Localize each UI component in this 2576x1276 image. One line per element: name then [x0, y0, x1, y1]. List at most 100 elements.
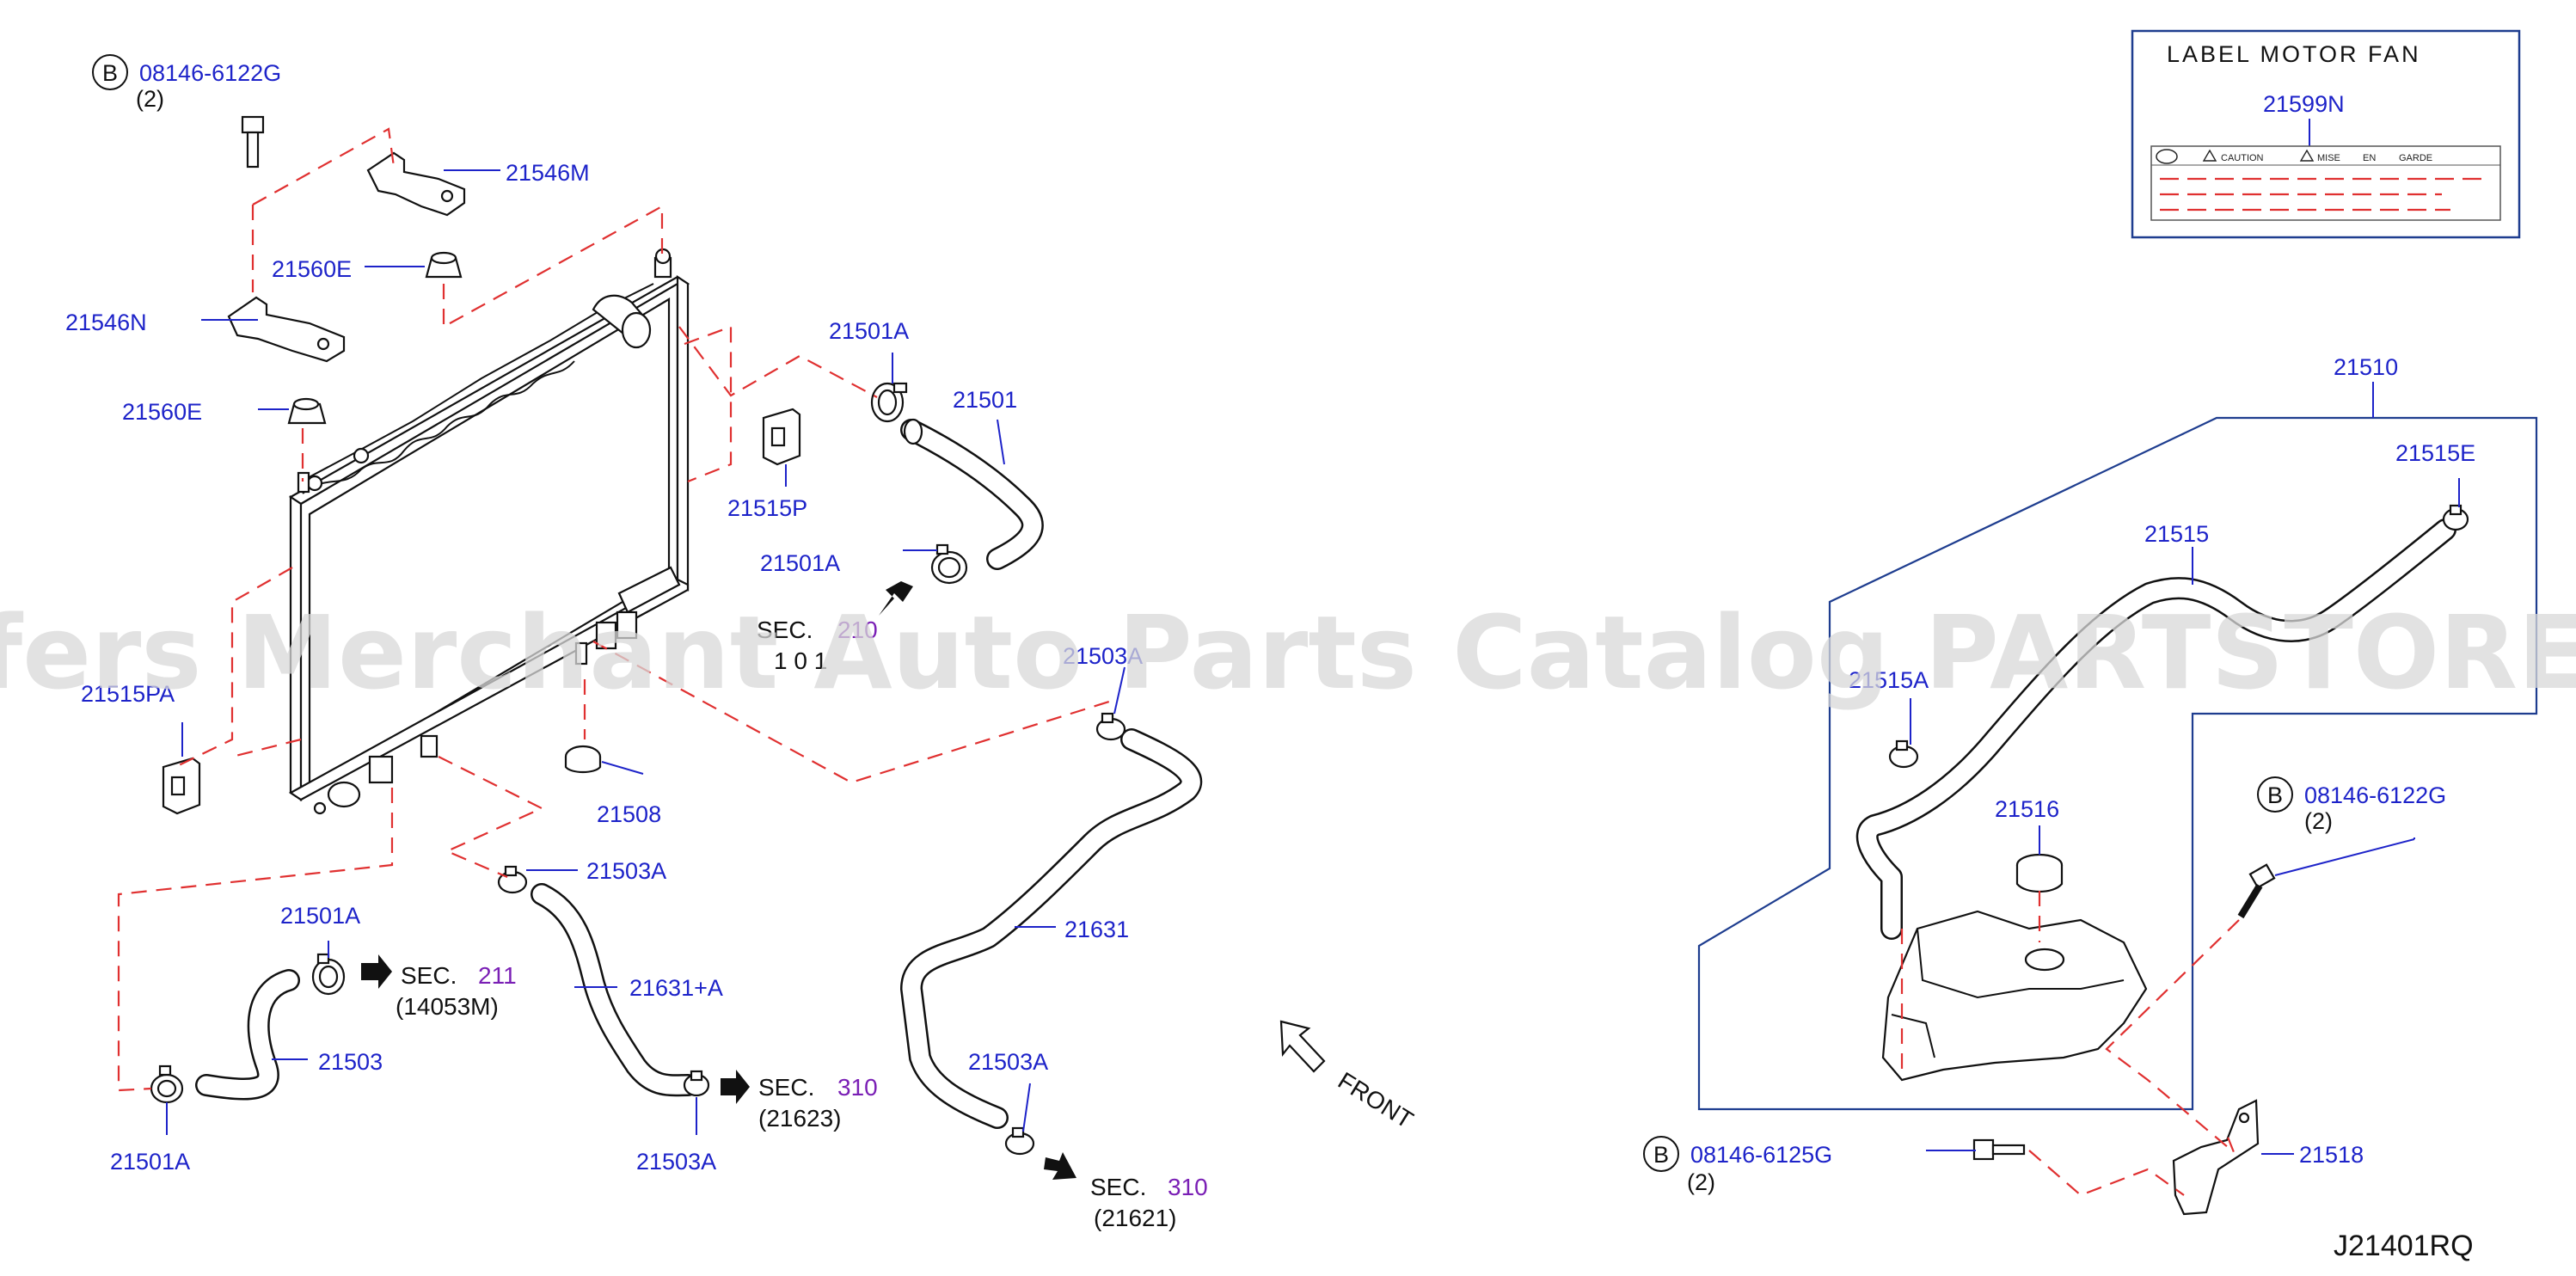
qty-08146-6122g-top: (2) — [136, 86, 164, 112]
label-21501a-bottom[interactable]: 21501A — [110, 1149, 190, 1175]
clamp-21501a-bottom — [150, 1064, 184, 1104]
svg-text:(14053M): (14053M) — [396, 993, 499, 1020]
label-21546n[interactable]: 21546N — [65, 310, 147, 335]
manufacturer-logo-icon — [2156, 149, 2178, 164]
dashed-assembly-lines — [117, 127, 2240, 1197]
label-21560e-lower[interactable]: 21560E — [122, 399, 202, 425]
reservoir-group-outline — [1697, 382, 2538, 1111]
grommet-21560e-lower — [287, 397, 327, 425]
svg-text:(21623): (21623) — [758, 1105, 842, 1132]
label-21518[interactable]: 21518 — [2299, 1142, 2364, 1168]
label-21516[interactable]: 21516 — [1995, 796, 2059, 822]
radiator — [288, 248, 690, 815]
sec-arrow-icon — [361, 581, 1076, 1180]
qty-08146-6125g: (2) — [1687, 1169, 1715, 1195]
diagram-reference-code: J21401RQ — [2334, 1230, 2474, 1262]
label-21631[interactable]: 21631 — [1064, 917, 1129, 942]
bolt-marker-top: B — [92, 54, 128, 90]
svg-text:310: 310 — [837, 1074, 878, 1101]
leader-lines — [166, 169, 2460, 1155]
warning-triangle-icon — [2299, 149, 2315, 162]
plug-21508 — [564, 745, 602, 774]
warning-triangle-icon — [2202, 149, 2217, 162]
hose-21631 — [900, 728, 1203, 1129]
label-21501[interactable]: 21501 — [953, 387, 1017, 413]
section-ref-210[interactable]: SEC. 210 1 0 1 — [757, 617, 878, 674]
clamp-21501a-mid — [930, 543, 968, 585]
section-ref-310-a[interactable]: SEC. 310 (21623) — [758, 1074, 878, 1132]
grommet-21560e-upper — [425, 251, 463, 279]
caution-word-3: EN — [2363, 153, 2376, 163]
caution-word-1: CAUTION — [2221, 153, 2264, 163]
label-21503a-mid[interactable]: 21503A — [586, 858, 666, 884]
svg-text:B: B — [102, 60, 118, 86]
label-21599n[interactable]: 21599N — [2263, 91, 2345, 117]
mount-21515p — [762, 408, 801, 466]
bolt-top-left — [241, 115, 265, 169]
clamp-21503a-top — [1095, 712, 1126, 741]
bracket-21546n — [227, 296, 346, 363]
label-21503[interactable]: 21503 — [318, 1049, 383, 1075]
caution-word-4: GARDE — [2399, 153, 2432, 163]
motor-fan-label-box: LABEL MOTOR FAN 21599N CAUTION MISE EN G… — [2131, 29, 2521, 239]
svg-text:211: 211 — [478, 962, 517, 989]
svg-text:1 0 1: 1 0 1 — [774, 647, 827, 674]
hose-21631a — [531, 883, 699, 1097]
mount-21515pa — [162, 757, 201, 815]
bolt-bottom — [1972, 1138, 2026, 1161]
front-arrow-icon — [1279, 1020, 1326, 1073]
bracket-21518 — [2172, 1099, 2260, 1216]
reservoir-cap-21516 — [2015, 853, 2064, 893]
label-08146-6122g-right[interactable]: 08146-6122G — [2304, 782, 2446, 808]
svg-text:SEC.: SEC. — [758, 1074, 814, 1101]
svg-text:B: B — [2267, 782, 2283, 808]
label-21501a-top[interactable]: 21501A — [829, 318, 909, 344]
label-box-title: LABEL MOTOR FAN — [2167, 41, 2421, 67]
label-21515a[interactable]: 21515A — [1849, 667, 1929, 693]
svg-text:210: 210 — [837, 617, 878, 643]
label-21631-a[interactable]: 21631+A — [629, 975, 723, 1001]
reservoir-hose-21515 — [1855, 518, 2456, 940]
label-08146-6125g[interactable]: 08146-6125G — [1690, 1142, 1832, 1168]
label-21503a-top[interactable]: 21503A — [1063, 643, 1143, 669]
clamp-21503a-right — [1004, 1126, 1035, 1156]
label-21515p[interactable]: 21515P — [727, 495, 807, 521]
upper-hose-21501 — [900, 418, 1044, 570]
label-21546m[interactable]: 21546M — [506, 160, 590, 186]
clamp-21503a-bottom — [683, 1070, 710, 1097]
svg-text:B: B — [1653, 1142, 1669, 1168]
svg-text:SEC.: SEC. — [401, 962, 457, 989]
bracket-21546m — [366, 151, 466, 217]
section-ref-211[interactable]: SEC. 211 (14053M) — [396, 962, 517, 1020]
label-21515e[interactable]: 21515E — [2395, 440, 2475, 466]
label-21515[interactable]: 21515 — [2144, 521, 2209, 547]
lower-hose-21503 — [195, 969, 300, 1101]
clamp-21501a-low — [311, 953, 346, 996]
clamp-21515a — [1888, 739, 1919, 769]
clamp-21503a-mid — [497, 865, 528, 894]
watermark-text: Offers Merchant Auto Parts Catalog PARTS… — [0, 593, 2576, 712]
front-label: FRONT — [1334, 1067, 1418, 1133]
label-21560e-upper[interactable]: 21560E — [272, 256, 352, 282]
label-21503a-right[interactable]: 21503A — [968, 1049, 1048, 1075]
svg-text:310: 310 — [1168, 1174, 1208, 1200]
bolt-marker-right: B — [2257, 776, 2293, 813]
svg-text:SEC.: SEC. — [757, 617, 813, 643]
clamp-21515e — [2442, 504, 2469, 531]
label-21508[interactable]: 21508 — [597, 801, 661, 827]
svg-text:(21621): (21621) — [1094, 1205, 1177, 1231]
label-08146-6122g-top[interactable]: 08146-6122G — [139, 60, 281, 86]
bolt-right — [2237, 863, 2276, 919]
section-ref-310-b[interactable]: SEC. 310 (21621) — [1090, 1174, 1208, 1231]
label-21503a-bottom[interactable]: 21503A — [636, 1149, 716, 1175]
svg-text:SEC.: SEC. — [1090, 1174, 1146, 1200]
label-21501a-low[interactable]: 21501A — [280, 903, 360, 929]
label-21501a-mid[interactable]: 21501A — [760, 550, 840, 576]
label-21510[interactable]: 21510 — [2334, 354, 2398, 380]
reservoir-tank — [1881, 910, 2148, 1082]
caution-word-2: MISE — [2317, 153, 2340, 163]
label-21515pa[interactable]: 21515PA — [81, 681, 175, 707]
bolt-marker-bottom: B — [1643, 1136, 1679, 1172]
clamp-21501a-top — [870, 382, 908, 423]
